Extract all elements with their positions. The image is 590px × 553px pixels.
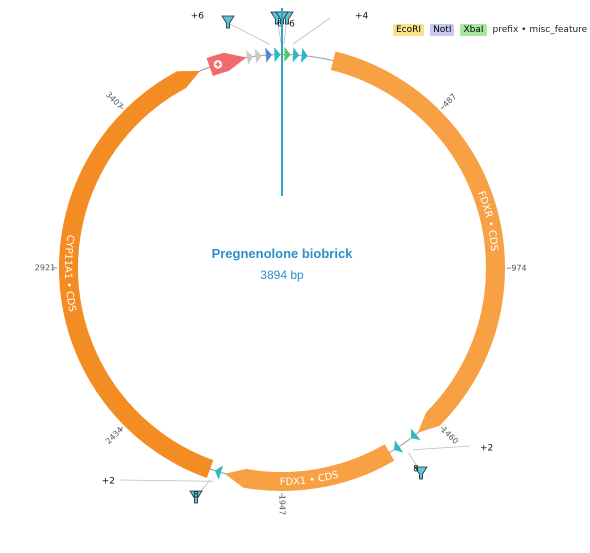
legend: EcoRI NotI XbaI prefix • misc_feature — [393, 24, 587, 36]
cut-site-leader — [119, 479, 214, 482]
plasmid-name: Pregnenolone biobrick — [212, 246, 354, 261]
cut-site-count[interactable]: +2 — [102, 477, 115, 487]
feature-marker[interactable] — [393, 440, 404, 453]
plasmid-length: 3894 bp — [260, 268, 304, 282]
cut-site-leader — [292, 17, 331, 45]
tick-label: 487 — [441, 92, 458, 109]
plus-icon-glyph — [215, 61, 221, 67]
cut-site-leader — [229, 23, 270, 45]
enzyme-filter-icon[interactable] — [189, 490, 203, 504]
feature-marker[interactable] — [274, 47, 281, 63]
cut-site-count[interactable]: +2 — [480, 444, 493, 454]
feature-marker[interactable] — [214, 465, 224, 480]
feature-fdxr[interactable] — [330, 51, 506, 433]
tick-mark — [119, 426, 124, 431]
cut-site-count[interactable]: 8 — [413, 465, 419, 475]
tick-mark — [440, 105, 445, 110]
feature-cyp11a1[interactable] — [59, 70, 214, 478]
feature-marker[interactable] — [254, 48, 262, 64]
cut-site-leader — [412, 445, 471, 451]
enzyme-filter-icon[interactable] — [414, 466, 428, 480]
legend-tag-xbai[interactable]: XbaI — [460, 24, 487, 36]
feature-marker[interactable] — [410, 428, 421, 441]
feature-fdx1[interactable] — [224, 444, 395, 491]
feature-marker[interactable] — [300, 47, 308, 63]
tick-label: 2921 — [35, 263, 55, 272]
feature-ori[interactable] — [206, 52, 247, 77]
marker-layer — [214, 47, 421, 480]
enzyme-filter-icon[interactable] — [221, 15, 235, 29]
feature-marker[interactable] — [265, 47, 273, 63]
feature-marker[interactable] — [292, 47, 300, 63]
legend-tag-noti[interactable]: NotI — [430, 24, 455, 36]
tick-mark — [440, 426, 445, 431]
tick-mark — [119, 105, 124, 110]
cut-site-count[interactable]: +6 — [191, 12, 205, 22]
cut-site-count[interactable]: +4 — [355, 12, 369, 22]
cut-site-count[interactable]: 6 — [277, 20, 283, 30]
cut-site-count[interactable]: 8 — [193, 491, 199, 501]
feature-marker[interactable] — [284, 47, 291, 63]
cut-site-count[interactable]: 6 — [289, 20, 295, 30]
legend-tag-ecori[interactable]: EcoRI — [393, 24, 425, 36]
tick-label: 974 — [511, 264, 526, 273]
tick-label: 1947 — [278, 495, 287, 515]
legend-text: prefix • misc_feature — [492, 25, 588, 35]
tick-label: 1460 — [439, 425, 460, 446]
feature-marker[interactable] — [245, 49, 254, 65]
